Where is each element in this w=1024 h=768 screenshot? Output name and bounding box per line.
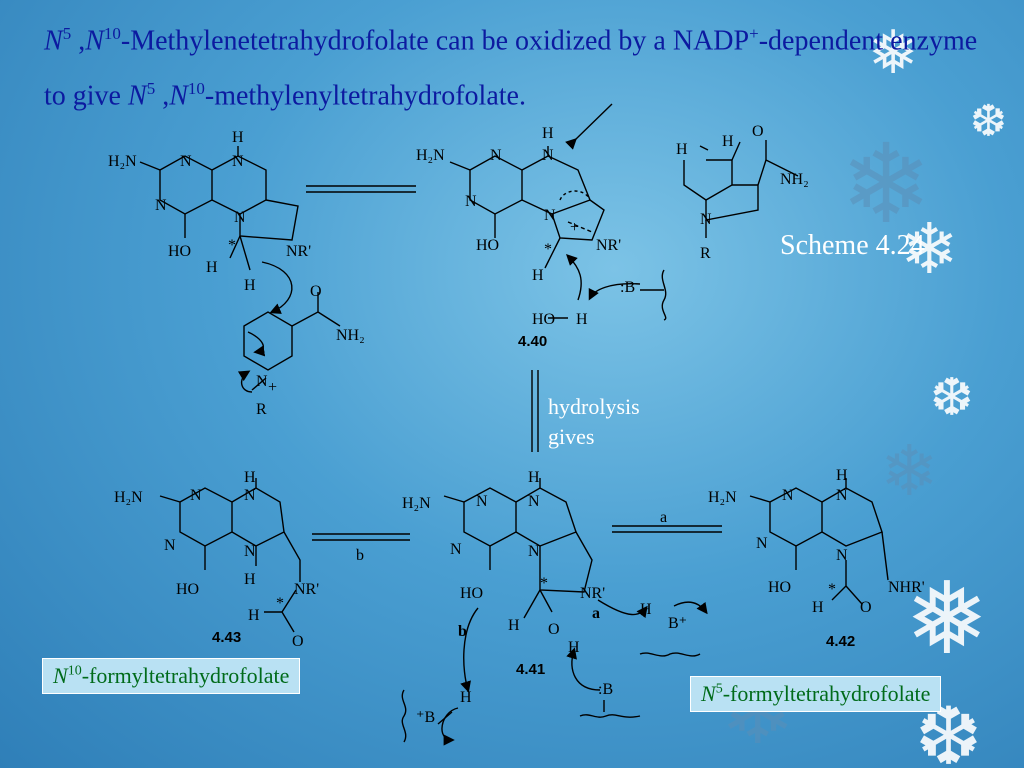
atom-label: N [190, 487, 202, 504]
atom-label: N [256, 373, 268, 390]
atom-label: N [528, 493, 540, 510]
atom-label: H [812, 599, 824, 616]
arrow-label-a: a [660, 509, 667, 526]
atom-label: NR' [286, 243, 311, 260]
atom-label: H₂N [708, 489, 737, 506]
hydrolysis-label: hydrolysis gives [548, 394, 640, 449]
atom-label: N [542, 147, 554, 164]
atom-label: H [244, 469, 256, 486]
snowflake-icon: ❆ [970, 97, 1007, 146]
atom-label: H [460, 689, 472, 706]
atom-label: H [836, 467, 848, 484]
atom-label: NR' [294, 581, 319, 598]
atom-label: * [828, 581, 836, 598]
atom-label: :B [620, 279, 635, 296]
atom-label: H₂N [402, 495, 431, 512]
compound-label-4-42: 4.42 [826, 633, 855, 650]
compound-label-4-40: 4.40 [518, 333, 547, 350]
atom-label: O [860, 599, 872, 616]
n5-formyl-label: N5-formyltetrahydrofolate [690, 676, 942, 712]
atom-label: N [164, 537, 176, 554]
compound-label-4-41: 4.41 [516, 661, 545, 678]
atom-label: B⁺ [668, 615, 687, 632]
atom-label: * [544, 241, 552, 258]
snowflake-icon: ❄ [900, 212, 959, 289]
atom-label: NR' [580, 585, 605, 602]
atom-label: N [234, 209, 246, 226]
atom-label: H₂N [416, 147, 445, 164]
atom-label: H [542, 125, 554, 142]
atom-label: N [244, 543, 256, 560]
atom-label: O [292, 633, 304, 650]
snowflake-icon: ❆ [930, 370, 974, 427]
snowflake-icon: ❅ [905, 564, 989, 675]
atom-label: N [465, 193, 477, 210]
atom-label: H [248, 607, 260, 624]
atom-label: HO [768, 579, 791, 596]
atom-label: N [836, 547, 848, 564]
atom-label: H₂N [114, 489, 143, 506]
atom-label: HO [460, 585, 483, 602]
atom-label: H [532, 267, 544, 284]
compound-label-4-43: 4.43 [212, 629, 241, 646]
atom-label: :B [598, 681, 613, 698]
atom-label: H [244, 277, 256, 294]
atom-label: * [540, 575, 548, 592]
atom-label: N [528, 543, 540, 560]
atom-label: R [700, 245, 711, 262]
atom-label: H [722, 133, 734, 150]
atom-label: O [752, 123, 764, 140]
atom-label: * [276, 595, 284, 612]
atom-label: N [244, 487, 256, 504]
atom-label: H [206, 259, 218, 276]
atom-label: H [244, 571, 256, 588]
atom-label: NR' [596, 237, 621, 254]
atom-label: N [836, 487, 848, 504]
snowflake-icon: ❄ [840, 124, 933, 246]
atom-label: H [640, 601, 652, 618]
snowflake-icon: ❅ [868, 20, 919, 86]
atom-label: O [548, 621, 560, 638]
atom-label: + [268, 379, 277, 396]
atom-label: H [232, 129, 244, 146]
atom-label: HO [168, 243, 191, 260]
atom-label: HO [532, 311, 555, 328]
arrow-label-a: a [592, 605, 600, 622]
slide-title: N5 ,N10-Methylenetetrahydrofolate can be… [44, 24, 978, 112]
atom-label: H₂N [108, 153, 137, 170]
atom-label: HO [176, 581, 199, 598]
atom-label: + [570, 219, 579, 236]
atom-label: H [568, 639, 580, 656]
atom-label: H [676, 141, 688, 158]
atom-label: N [544, 207, 556, 224]
atom-label: ⁺B [416, 709, 435, 726]
arrow-label-b: b [458, 623, 467, 640]
arrow-label-b: b [356, 547, 364, 564]
atom-label: HO [476, 237, 499, 254]
snowflake-icon: ❄ [880, 434, 939, 511]
atom-label: NH₂ [780, 171, 809, 188]
atom-label: N [450, 541, 462, 558]
atom-label: O [310, 283, 322, 300]
atom-label: N [232, 153, 244, 170]
atom-label: N [180, 153, 192, 170]
atom-label: R [256, 401, 267, 418]
atom-label: N [756, 535, 768, 552]
atom-label: N [155, 197, 167, 214]
atom-label: N [782, 487, 794, 504]
atom-label: NH₂ [336, 327, 365, 344]
atom-label: H [508, 617, 520, 634]
atom-label: N [490, 147, 502, 164]
atom-label: N [476, 493, 488, 510]
atom-label: H [528, 469, 540, 486]
n10-formyl-label: N10-formyltetrahydrofolate [42, 658, 301, 694]
atom-label: N [700, 211, 712, 228]
scheme-label: Scheme 4.24 [780, 230, 925, 261]
atom-label: H [576, 311, 588, 328]
atom-label: NHR' [888, 579, 925, 596]
atom-label: * [228, 237, 236, 254]
